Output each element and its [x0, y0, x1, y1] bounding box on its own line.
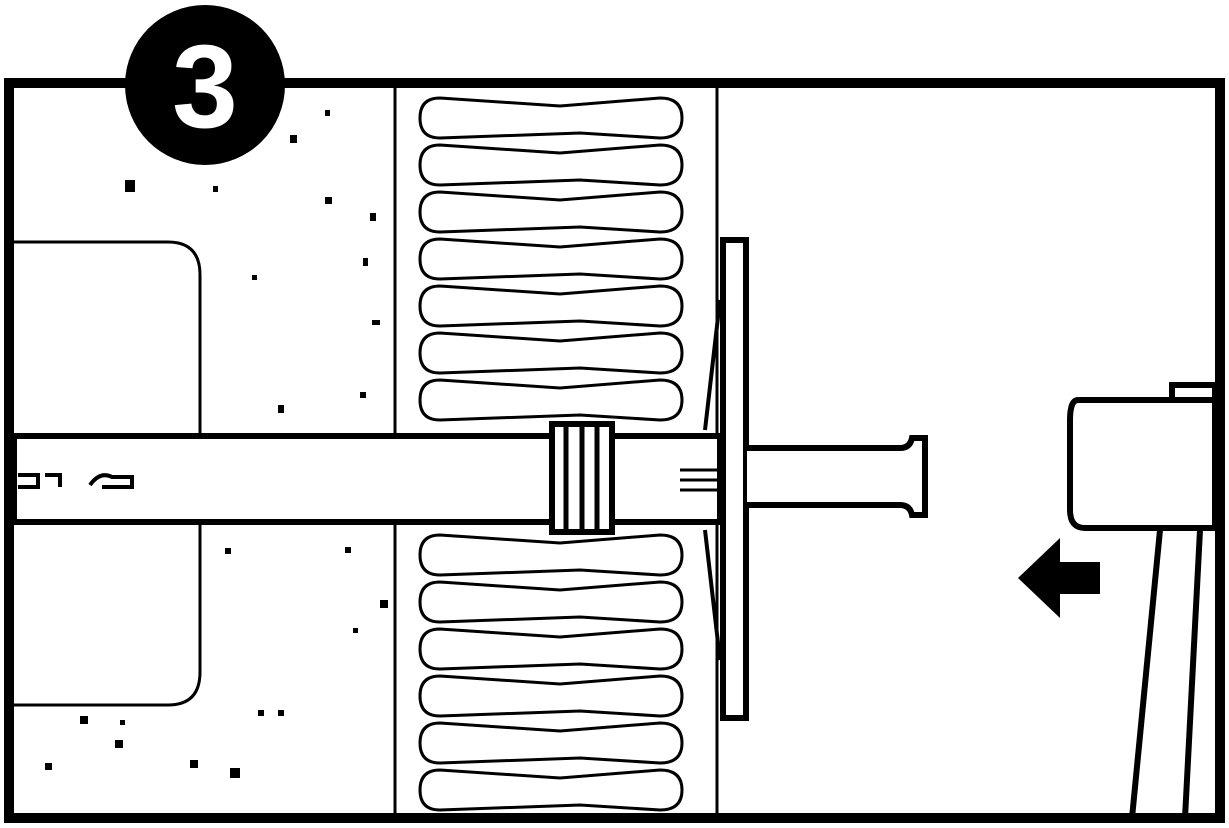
insulation-loop: [418, 378, 684, 422]
step-badge: 3: [125, 5, 285, 165]
arrow-left-icon: [1018, 538, 1100, 618]
insulation-loop: [418, 284, 684, 328]
insulation-anchor-sleeve: [11, 421, 723, 535]
insulation-loop: [418, 190, 684, 234]
insulation-loop: [418, 96, 684, 140]
insulation-loop: [418, 580, 684, 624]
insulation-loop: [418, 143, 684, 187]
anchor-plate: [720, 237, 749, 721]
insulation-loop: [418, 331, 684, 375]
expansion-nail: [747, 435, 928, 518]
masonry-speckles: [45, 110, 388, 778]
insulation-loop: [418, 627, 684, 671]
insulation-loop: [418, 674, 684, 718]
step-number: 3: [172, 21, 238, 153]
insulation-loop: [418, 237, 684, 281]
plate-taper: [703, 299, 722, 661]
insulation-loop: [418, 533, 684, 577]
insulation-fibers: [418, 96, 684, 812]
insulation-loop: [418, 721, 684, 765]
insulation-loop: [418, 768, 684, 812]
hammer-icon: [1067, 382, 1218, 819]
